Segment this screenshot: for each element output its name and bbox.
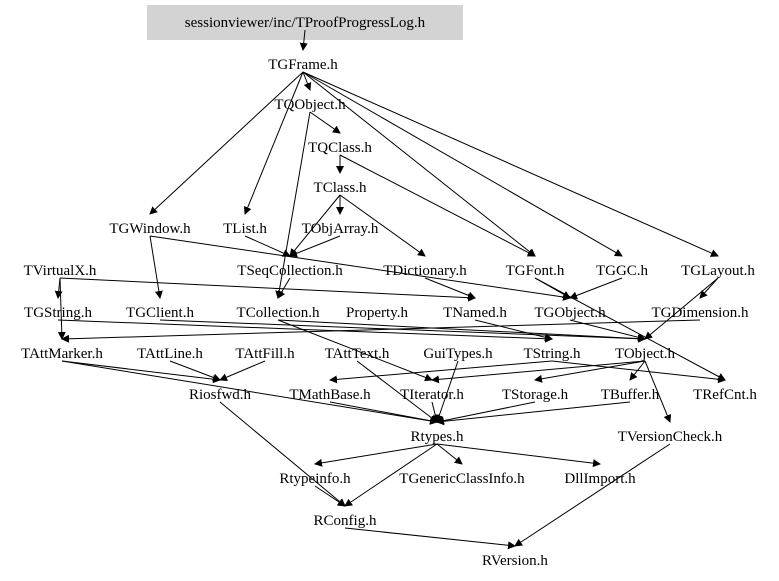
edge-tgframe-h-to-tqobject-h [302, 71, 312, 91]
node-tglayout-h[interactable]: TGLayout.h [681, 263, 755, 279]
node-tgfont-h[interactable]: TGFont.h [506, 263, 565, 279]
edge-rtypes-h-to-tgenericclassinfo-h [436, 443, 463, 465]
node-tgobject-h[interactable]: TGObject.h [534, 305, 606, 321]
edge-rtypes-h-to-rtypeinfo-h [314, 443, 438, 467]
node-titerator-h[interactable]: TIterator.h [400, 387, 464, 403]
edge-tseqcollection-h-to-tcollection-h [277, 277, 291, 299]
edge-tgframe-h-to-tgwindow-h [149, 71, 304, 215]
node-tgwindow-h[interactable]: TGWindow.h [109, 221, 191, 237]
edge-tstring-h-to-trefcnt-h [551, 360, 726, 384]
node-dllimport-h[interactable]: DllImport.h [564, 471, 636, 487]
node-tversioncheck-h[interactable]: TVersionCheck.h [618, 429, 723, 445]
node-tgenericclassinfo-h[interactable]: TGenericClassInfo.h [399, 471, 525, 487]
edge-guitypes-h-to-rtypes-h [435, 360, 459, 423]
node-rtypeinfo-h[interactable]: Rtypeinfo.h [279, 471, 351, 487]
node-tgdimension-h[interactable]: TGDimension.h [651, 305, 749, 321]
node-property-h[interactable]: Property.h [346, 305, 408, 321]
edge-tgclient-h-to-tobject-h [159, 319, 646, 343]
node-rtypes-h[interactable]: Rtypes.h [411, 429, 464, 445]
edge-tgfont-h-to-trefcnt-h [534, 277, 726, 381]
node-rversion-h[interactable]: RVersion.h [482, 553, 548, 569]
node-rconfig-h[interactable]: RConfig.h [314, 513, 377, 529]
edge-tgstring-h-to-tstring-h [57, 319, 553, 343]
edge-tqobject-h-to-tcollection-h [275, 111, 311, 299]
node-tstorage-h[interactable]: TStorage.h [502, 387, 569, 403]
edges [54, 29, 726, 550]
node-tvirtualx-h[interactable]: TVirtualX.h [24, 263, 97, 279]
edge-tgwindow-h-to-tgclient-h [149, 235, 163, 299]
edge-tcollection-h-to-titerator-h [277, 319, 433, 382]
edge-tattline-h-to-riosfwd-h [169, 360, 221, 382]
node-tattmarker-h[interactable]: TAttMarker.h [21, 346, 103, 362]
edge-tversioncheck-h-to-rversion-h [514, 443, 671, 547]
edge-tattmarker-h-to-rtypes-h [61, 360, 438, 425]
edge-tobject-h-to-tbuffer-h [629, 360, 646, 381]
node-tbuffer-h[interactable]: TBuffer.h [601, 387, 660, 403]
edge-tlist-h-to-tseqcollection-h [244, 235, 291, 257]
node-guitypes-h[interactable]: GuiTypes.h [423, 346, 493, 362]
edge-tcollection-h-to-tobject-h [277, 319, 646, 343]
node-trefcnt-h[interactable]: TRefCnt.h [693, 387, 757, 403]
edge-rconfig-h-to-rversion-h [344, 527, 516, 550]
edge-rtypeinfo-h-to-rconfig-h [314, 485, 346, 507]
edge-rtypes-h-to-rconfig-h [344, 443, 438, 507]
edge-tbuffer-h-to-rtypes-h [436, 401, 631, 426]
node-tqclass-h[interactable]: TQClass.h [308, 140, 372, 156]
edge-riosfwd-h-to-rconfig-h [219, 401, 346, 507]
edge-tstorage-h-to-rtypes-h [436, 401, 536, 425]
edge-tgframe-h-to-tlist-h [243, 71, 304, 215]
edge-tvirtualx-h-to-tattmarker-h [57, 277, 66, 340]
edge-tglayout-h-to-tgdimension-h [699, 277, 719, 299]
edge-tdictionary-h-to-tnamed-h [424, 277, 476, 300]
edge-tstring-h-to-tmathbase-h [329, 360, 553, 384]
node-tqobject-h[interactable]: TQObject.h [274, 97, 346, 113]
node-sessionviewer-inc-tproofprogresslog-h[interactable]: sessionviewer/inc/TProofProgressLog.h [185, 15, 426, 31]
edge-tqclass-h-to-tgfont-h [339, 154, 536, 257]
node-tclass-h[interactable]: TClass.h [314, 180, 367, 196]
edge-tgframe-h-to-tggc-h [302, 71, 623, 257]
edge-tobject-h-to-tversioncheck-h [644, 360, 672, 423]
edge-tvirtualx-h-to-tnamed-h [59, 277, 476, 302]
node-tattfill-h[interactable]: TAttFill.h [235, 346, 295, 362]
edge-sessionviewer-inc-tproofprogresslog-h-to-tgframe-h [299, 29, 308, 51]
node-tdictionary-h[interactable]: TDictionary.h [383, 263, 467, 279]
node-tcollection-h[interactable]: TCollection.h [237, 305, 320, 321]
node-tobject-h[interactable]: TObject.h [615, 346, 676, 362]
edge-rtypes-h-to-dllimport-h [436, 443, 601, 468]
edge-tclass-h-to-tdictionary-h [339, 194, 426, 257]
node-tgstring-h[interactable]: TGString.h [24, 305, 92, 321]
node-tlist-h[interactable]: TList.h [223, 221, 267, 237]
edge-tggc-h-to-tgobject-h [569, 277, 623, 300]
edge-tnamed-h-to-tstring-h [474, 319, 553, 342]
edge-tgframe-h-to-tgfont-h [302, 71, 536, 257]
node-tgclient-h[interactable]: TGClient.h [126, 305, 194, 321]
node-tstring-h[interactable]: TString.h [523, 346, 581, 362]
edge-tgwindow-h-to-tgobject-h [149, 235, 571, 301]
edge-tgframe-h-to-tglayout-h [302, 71, 719, 257]
edge-tattmarker-h-to-riosfwd-h [61, 360, 221, 384]
edge-tgdimension-h-to-tattmarker-h [61, 319, 701, 343]
node-tattline-h[interactable]: TAttLine.h [137, 346, 203, 362]
edge-tattfill-h-to-riosfwd-h [219, 360, 266, 381]
node-riosfwd-h[interactable]: Riosfwd.h [189, 387, 252, 403]
node-tatttext-h[interactable]: TAttText.h [325, 346, 390, 362]
node-tgframe-h[interactable]: TGFrame.h [268, 57, 338, 73]
edge-tglayout-h-to-tobject-h [644, 277, 719, 340]
node-tggc-h[interactable]: TGGC.h [596, 263, 649, 279]
node-tmathbase-h[interactable]: TMathBase.h [289, 387, 371, 403]
edge-tmathbase-h-to-rtypes-h [329, 401, 438, 425]
edge-tclass-h-to-tseqcollection-h [289, 194, 341, 257]
nodes: sessionviewer/inc/TProofProgressLog.hTGF… [21, 15, 757, 569]
node-tseqcollection-h[interactable]: TSeqCollection.h [237, 263, 343, 279]
edge-tobject-h-to-tstorage-h [534, 360, 646, 383]
edge-tobject-h-to-titerator-h [431, 360, 646, 384]
edge-tqobject-h-to-tqclass-h [309, 111, 341, 134]
node-tobjarray-h[interactable]: TObjArray.h [302, 221, 379, 237]
edge-tobjarray-h-to-tseqcollection-h [289, 235, 341, 258]
edge-tatttext-h-to-rtypes-h [356, 360, 438, 423]
node-tnamed-h[interactable]: TNamed.h [443, 305, 507, 321]
